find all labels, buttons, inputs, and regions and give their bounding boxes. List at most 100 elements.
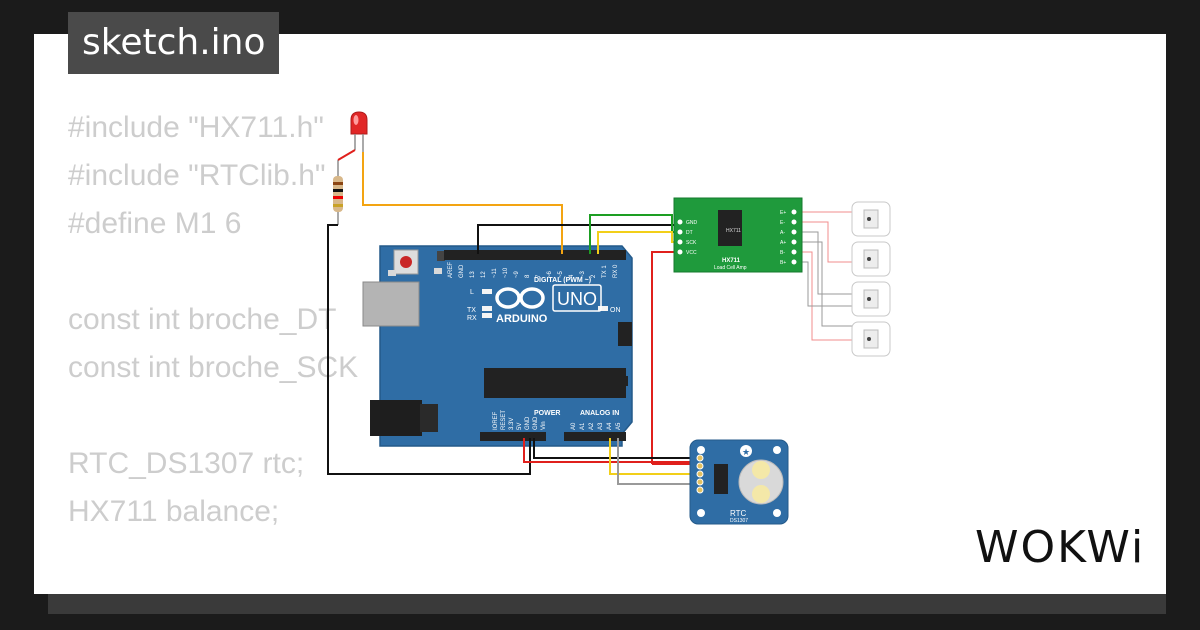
- digital-pin-label: ~9: [514, 270, 520, 278]
- coin-battery: [738, 459, 784, 505]
- hx711-title: HX711: [722, 258, 741, 264]
- tx-label: TX: [467, 307, 476, 314]
- hx711-right-pin-label: A-: [780, 230, 785, 236]
- power-pin-label: 5V: [517, 423, 523, 430]
- power-pin-label: RESET: [501, 410, 507, 430]
- rtc-pin-pads: [696, 454, 704, 494]
- on-label: ON: [610, 307, 621, 314]
- hx711-left-pin-pad: [677, 239, 683, 245]
- digital-pin-label: AREF: [448, 262, 454, 278]
- hx711-left-pin-label: DT: [686, 230, 693, 236]
- hx711-chip: [718, 210, 742, 246]
- arduino-brand-label: ARDUINO: [496, 313, 548, 325]
- digital-pin-label: RX 0: [613, 264, 619, 278]
- arduino-uno-board[interactable]: UNO ARDUINO ON TX RX L DIGITAL (PWM ~) P…: [362, 245, 633, 447]
- code-line: RTC_DS1307 rtc;: [68, 447, 305, 480]
- l-label: L: [470, 289, 474, 296]
- digital-pin-label: 2: [591, 274, 597, 278]
- code-line: int Th: [68, 584, 358, 594]
- hx711-right-pin-pad: [791, 249, 797, 255]
- code-background: #include "HX711.h" #include "RTClib.h" #…: [68, 104, 358, 594]
- analog-label: ANALOG IN: [580, 410, 619, 417]
- digital-pin-label: 4: [569, 274, 575, 278]
- analog-pin-label: A2: [589, 422, 595, 430]
- digital-pin-label: GND: [459, 264, 465, 278]
- power-pin-label: GND: [533, 416, 539, 430]
- digital-pin-label: TX 1: [602, 265, 608, 278]
- hx711-subtitle: Load Cell Amp: [714, 265, 747, 271]
- power-pin-label: GND: [525, 416, 531, 430]
- usb-port: [362, 281, 420, 327]
- red-led[interactable]: [350, 111, 368, 152]
- code-line: HX711 balance;: [68, 495, 280, 528]
- code-line: const int broche_SCK: [68, 351, 359, 384]
- arduino-logo-icon: [495, 287, 545, 309]
- digital-pin-label: 7: [536, 274, 542, 278]
- analog-pin-label: A5: [616, 422, 622, 430]
- rtc-title: RTC: [730, 509, 747, 518]
- digital-pin-label: ~6: [547, 270, 553, 278]
- hx711-right-pin-pad: [791, 229, 797, 235]
- hx711-left-pin-pad: [677, 249, 683, 255]
- hx711-right-pin-label: E+: [780, 210, 786, 216]
- load-cell-3[interactable]: [851, 281, 891, 317]
- power-jack: [370, 400, 422, 436]
- hx711-right-pin-label: B-: [780, 250, 785, 256]
- analog-pin-label: A3: [598, 422, 604, 430]
- hx711-chip-label: HX711: [726, 228, 741, 234]
- digital-pin-label: 13: [470, 271, 476, 278]
- analog-pin-label: A4: [607, 422, 613, 430]
- wokwi-logo: WOKWi: [975, 522, 1146, 573]
- code-line: #define M1 6: [68, 207, 242, 240]
- hx711-right-pin-pad: [791, 239, 797, 245]
- hx711-left-pin-label: GND: [686, 220, 698, 226]
- rtc-subtitle: DS1307: [730, 518, 748, 524]
- uno-label: UNO: [557, 289, 597, 309]
- rx-label: RX: [467, 315, 477, 322]
- power-pin-label: Vin: [541, 421, 547, 430]
- code-line: #include "HX711.h": [68, 111, 324, 144]
- load-cell-1[interactable]: [851, 201, 891, 237]
- hx711-right-pins: E+ E- A- A+ B- B+: [780, 209, 797, 266]
- hx711-right-pin-label: A+: [780, 240, 786, 246]
- analog-pin-label: A0: [571, 422, 577, 430]
- digital-label: DIGITAL (PWM ~): [534, 277, 591, 284]
- digital-pin-label: ~10: [503, 267, 509, 278]
- code-line: const int broche_DT: [68, 303, 337, 336]
- microcontroller-chip: [484, 368, 626, 398]
- digital-pin-label: ~11: [492, 268, 498, 278]
- hx711-left-pin-pad: [677, 229, 683, 235]
- hx711-right-pin-pad: [791, 209, 797, 215]
- digital-pin-label: ~3: [580, 270, 586, 278]
- load-cell-2[interactable]: [851, 241, 891, 277]
- resistor[interactable]: [333, 160, 343, 225]
- wires: [327, 149, 852, 485]
- hx711-right-pin-pad: [791, 219, 797, 225]
- svg-text:★: ★: [742, 447, 750, 457]
- power-label: POWER: [534, 410, 560, 417]
- code-line: #include "RTClib.h": [68, 159, 326, 192]
- reset-button-cap[interactable]: [400, 256, 412, 268]
- load-cells: [851, 201, 891, 357]
- analog-pin-label: A1: [580, 422, 586, 430]
- file-title-tab: sketch.ino: [68, 12, 280, 74]
- rtc-ds1307-module[interactable]: ★ RTC DS1307: [689, 439, 789, 525]
- digital-header: [444, 250, 626, 260]
- hx711-left-pin-label: SCK: [686, 240, 697, 246]
- power-pin-label: IOREF: [493, 411, 499, 430]
- hx711-right-pin-label: E-: [780, 220, 785, 226]
- load-cell-4[interactable]: [851, 321, 891, 357]
- hx711-right-pin-label: B+: [780, 260, 786, 266]
- hx711-left-pin-pad: [677, 219, 683, 225]
- analog-header: [564, 432, 626, 441]
- digital-pin-label: ~5: [558, 270, 564, 278]
- power-header: [480, 432, 546, 441]
- power-pin-label: 3.3V: [509, 418, 515, 430]
- star-logo-icon: ★: [740, 445, 752, 457]
